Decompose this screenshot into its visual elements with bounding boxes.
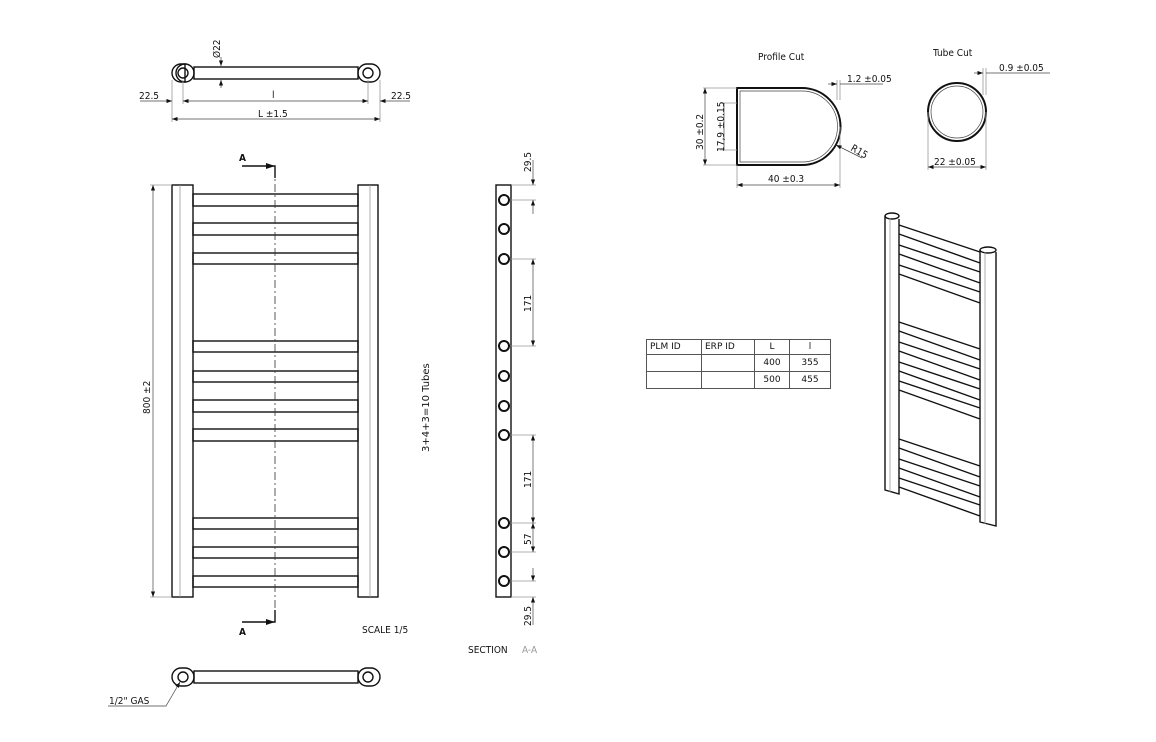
tubes [192,193,359,588]
section-id: A-A [522,645,538,656]
size-table: PLM ID ERP ID L l 400 355 500 455 [646,339,831,389]
cell: 455 [789,371,831,389]
tube [192,252,359,265]
bottom-view: 1/2" GAS [108,667,381,707]
right-collector [357,184,379,598]
section-title: SECTION [468,645,508,656]
profile-inner-height-label: 17,9 ±0.15 [716,102,727,152]
cell [701,371,755,389]
scale-label: SCALE 1/5 [362,625,408,636]
section-marker-bottom: A [239,627,246,638]
tube-cut: Tube Cut 22 ±0.05 0.9 ±0.05 [927,48,1050,170]
connection-label: 1/2" GAS [109,696,150,707]
table-header-row: PLM ID ERP ID L l [646,339,831,355]
isometric-view [884,212,997,527]
profile-wall-label: 1.2 ±0.05 [847,74,892,85]
header-plm-id: PLM ID [646,339,702,355]
header-erp-id: ERP ID [701,339,755,355]
section-dim-4: 57 [523,534,534,545]
section-marker-top: A [239,153,246,164]
inner-length-label: l [272,90,275,101]
section-dim-2: 171 [523,295,534,312]
iso-tubes [898,224,981,517]
header-L: L [754,339,790,355]
table-row: 400 355 [646,354,831,372]
cell [701,354,755,372]
tube [192,340,359,353]
right-collector-end [357,63,381,83]
tube-top [193,66,359,80]
section-collector [495,184,512,598]
header-l: l [789,339,831,355]
cell: 500 [754,371,790,389]
tube [192,370,359,383]
profile-radius-label: R15 [849,143,870,161]
cell [646,371,702,389]
section-view: 29.5 171 171 57 29.5 SECTION A-A [468,152,538,656]
cell: 400 [754,354,790,372]
tube-bottom [193,670,359,684]
diameter-label: Ø22 [211,39,223,58]
front-view: A A 800 ±2 3+4+3=10 Tubes SCALE 1/5 [142,153,432,638]
section-dim-3: 171 [523,471,534,488]
top-view: Ø22 22.5 22.5 l L ±1.5 [139,39,411,122]
left-offset-label: 22.5 [139,91,159,102]
profile-width-label: 40 ±0.3 [768,174,804,185]
cell: 355 [789,354,831,372]
tube [192,193,359,207]
profile-height-label: 30 ±0.2 [695,114,706,150]
tube [192,546,359,559]
left-collector [171,184,194,598]
table-row: 500 455 [646,371,831,389]
section-dim-1: 29.5 [523,152,534,172]
overall-length-label: L ±1.5 [258,109,288,120]
tube-cut-title: Tube Cut [932,48,973,59]
right-offset-label: 22.5 [391,91,411,102]
tube-wall-label: 0.9 ±0.05 [999,63,1044,74]
tube [192,575,359,588]
tubes-note: 3+4+3=10 Tubes [421,363,432,452]
tube [192,517,359,530]
height-label: 800 ±2 [142,381,153,414]
profile-cut-title: Profile Cut [758,52,805,63]
profile-cut: Profile Cut 30 ±0.2 17,9 ±0.15 40 ±0.3 1… [695,52,892,188]
tube [192,222,359,236]
section-dim-5: 29.5 [523,606,534,626]
tube [192,399,359,413]
tube-diameter-label: 22 ±0.05 [934,157,976,168]
cell [646,354,702,372]
tube [192,428,359,442]
